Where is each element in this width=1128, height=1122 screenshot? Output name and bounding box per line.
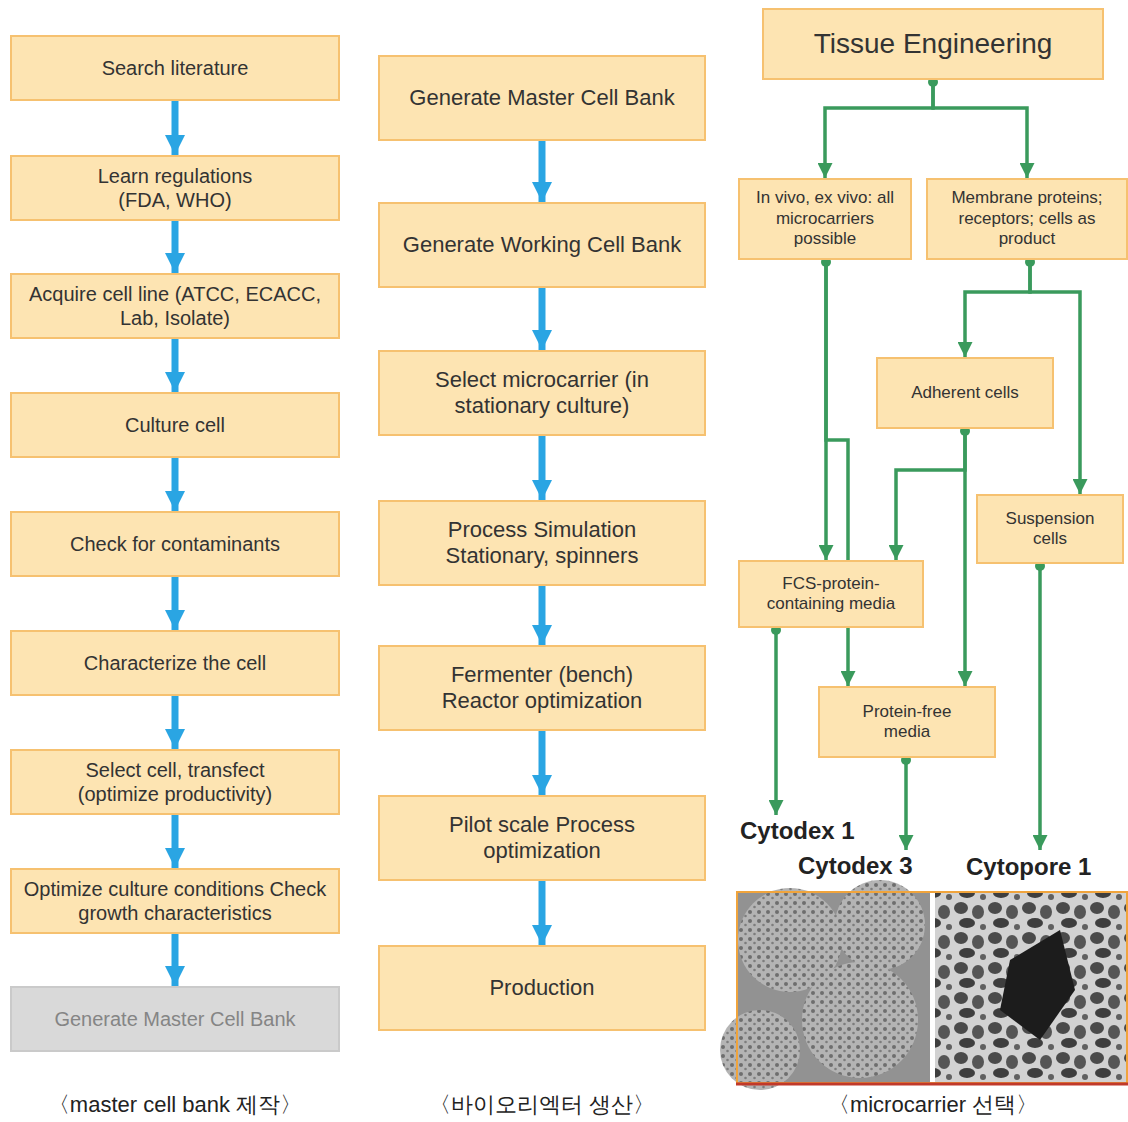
node-text: Characterize the cell <box>84 651 266 675</box>
node-text: Cytopore 1 <box>966 853 1091 882</box>
column-caption: 〈microcarrier 선택〉 <box>738 1090 1128 1120</box>
node-text: Generate Working Cell Bank <box>403 232 681 258</box>
flow-arrow <box>539 436 546 500</box>
image-underline <box>736 1083 1128 1086</box>
condition-box: FCS-protein-containing media <box>738 560 924 628</box>
node-text: FCS-protein-containing media <box>745 574 917 615</box>
flow-arrow <box>539 731 546 795</box>
node-text: Learn regulations (FDA, WHO) <box>75 164 275 212</box>
condition-box: Adherent cells <box>876 357 1054 429</box>
node-text: Select microcarrier (in stationary cultu… <box>423 367 661 420</box>
process-box: Process Simulation Stationary, spinners <box>378 500 706 586</box>
process-box: Generate Master Cell Bank <box>378 55 706 141</box>
root-box: Tissue Engineering <box>762 8 1104 80</box>
process-box: Select cell, transfect (optimize product… <box>10 749 340 815</box>
node-text: Fermenter (bench) Reactor optimization <box>422 662 662 715</box>
flow-arrow <box>539 881 546 945</box>
branch-arrow <box>933 80 1027 178</box>
branch-arrow <box>965 260 1030 357</box>
branch-arrow <box>904 758 908 850</box>
process-box: Generate Working Cell Bank <box>378 202 706 288</box>
branch-arrow <box>774 628 778 815</box>
node-text: Membrane proteins; receptors; cells as p… <box>933 188 1121 249</box>
node-text: Adherent cells <box>911 383 1019 403</box>
node-text: Tissue Engineering <box>814 27 1053 61</box>
product-name: Cytodex 3 <box>798 850 938 883</box>
branch-arrow <box>825 80 933 178</box>
branch-arrow <box>963 429 967 686</box>
node-text: In vivo, ex vivo: all microcarriers poss… <box>745 188 905 249</box>
flow-arrow <box>539 586 546 645</box>
product-name: Cytopore 1 <box>966 850 1116 884</box>
flow-arrow <box>539 288 546 350</box>
process-box: Search literature <box>10 35 340 101</box>
process-box: Culture cell <box>10 392 340 458</box>
flow-arrow <box>172 696 179 749</box>
condition-box: In vivo, ex vivo: all microcarriers poss… <box>738 178 912 260</box>
flow-arrow <box>172 339 179 392</box>
node-text: Generate Master Cell Bank <box>409 85 674 111</box>
node-text: Suspension cells <box>995 509 1105 550</box>
node-text: Culture cell <box>125 413 225 437</box>
flow-arrow <box>172 934 179 986</box>
node-text: Cytodex 3 <box>798 852 913 881</box>
process-box: Learn regulations (FDA, WHO) <box>10 155 340 221</box>
condition-box: Protein-free media <box>818 686 996 758</box>
process-box: Optimize culture conditions Check growth… <box>10 868 340 934</box>
node-text: Pilot scale Process optimization <box>422 812 662 865</box>
node-text: Acquire cell line (ATCC, ECACC, Lab, Iso… <box>20 282 330 330</box>
condition-box: Membrane proteins; receptors; cells as p… <box>926 178 1128 260</box>
column-caption: 〈바이오리엑터 생산〉 <box>378 1090 706 1120</box>
column-caption: 〈master cell bank 제작〉 <box>10 1090 340 1120</box>
disabled-box: Generate Master Cell Bank <box>10 986 340 1052</box>
process-box: Characterize the cell <box>10 630 340 696</box>
process-box: Production <box>378 945 706 1031</box>
flow-arrow <box>172 101 179 155</box>
flow-arrow <box>172 577 179 630</box>
image-frame <box>737 892 1127 1083</box>
node-text: Optimize culture conditions Check growth… <box>17 877 333 925</box>
process-box: Acquire cell line (ATCC, ECACC, Lab, Iso… <box>10 273 340 339</box>
node-text: Search literature <box>102 56 249 80</box>
cytodex-image <box>720 880 930 1090</box>
node-text: Check for contaminants <box>70 532 280 556</box>
flow-arrow <box>172 815 179 868</box>
flow-arrow <box>172 458 179 511</box>
process-box: Select microcarrier (in stationary cultu… <box>378 350 706 436</box>
node-text: Protein-free media <box>847 702 967 743</box>
product-name: Cytodex 1 <box>740 815 880 848</box>
node-text: Production <box>489 975 594 1001</box>
process-box: Fermenter (bench) Reactor optimization <box>378 645 706 731</box>
branch-arrow <box>1038 564 1042 850</box>
node-text: Process Simulation Stationary, spinners <box>412 517 672 570</box>
flow-arrow <box>172 221 179 273</box>
node-text: Cytodex 1 <box>740 817 855 846</box>
branch-arrow <box>896 429 965 560</box>
node-text: Select cell, transfect (optimize product… <box>45 758 305 806</box>
flow-arrow <box>539 141 546 202</box>
process-box: Pilot scale Process optimization <box>378 795 706 881</box>
cytopore-image <box>935 893 1128 1083</box>
condition-box: Suspension cells <box>976 494 1124 564</box>
node-text: Generate Master Cell Bank <box>54 1007 295 1031</box>
process-box: Check for contaminants <box>10 511 340 577</box>
